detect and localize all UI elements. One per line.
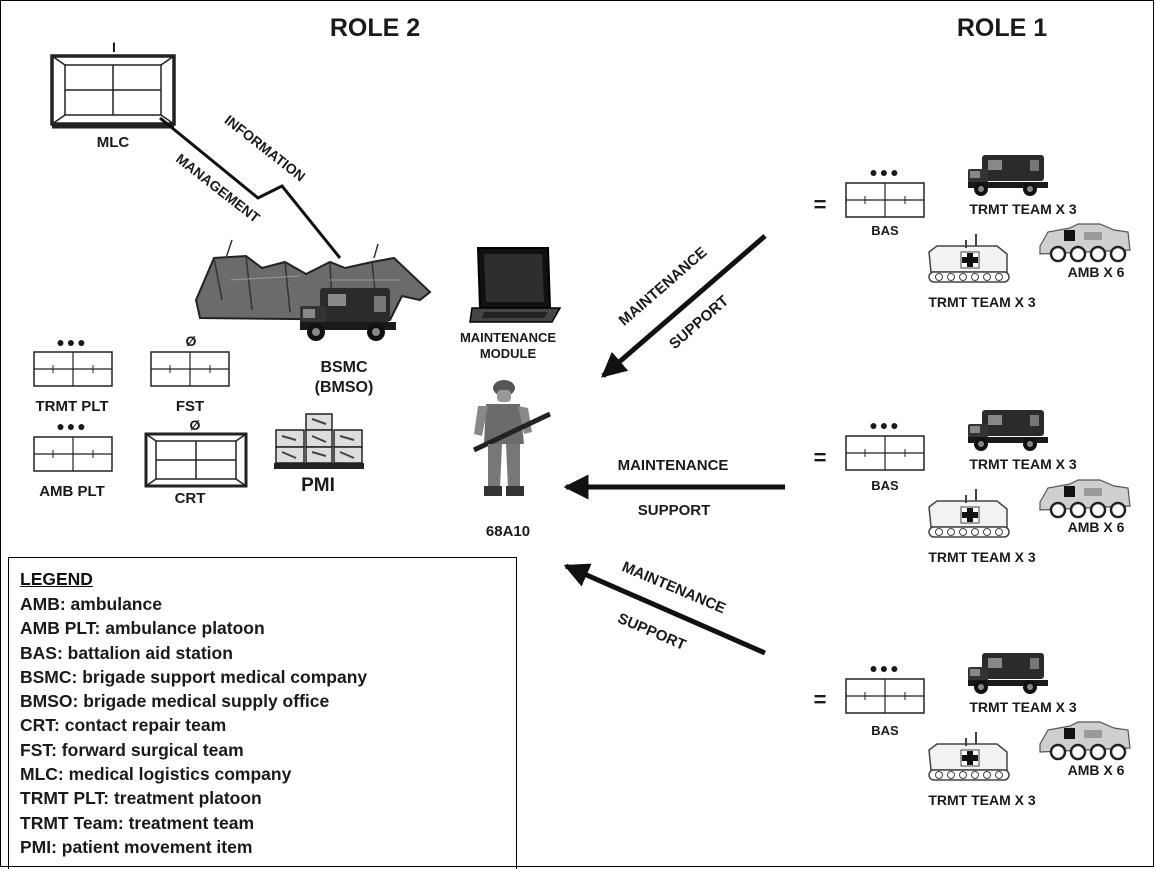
mlc-label: MLC <box>97 134 130 151</box>
bas-echelon: ●●● <box>869 164 900 180</box>
information-link-label: INFORMATION <box>222 112 309 185</box>
legend-title: LEGEND <box>20 569 93 589</box>
role1-group-2: = ●●● BAS TRMT TEAM X 3 AMB X 6 TRMT TEA… <box>814 410 1132 565</box>
trmt-team-label-a: TRMT TEAM X 3 <box>969 201 1077 217</box>
bas-symbol <box>845 435 925 471</box>
role1-header: ROLE 1 <box>957 14 1047 42</box>
tracked-ambulance-icon <box>928 488 1010 538</box>
legend-item: TRMT Team: treatment team <box>20 812 255 833</box>
fst-symbol <box>150 351 230 387</box>
humvee-ambulance-icon <box>968 653 1048 694</box>
trmt-team-label-b: TRMT TEAM X 3 <box>928 792 1036 808</box>
legend-item: BAS: battalion aid station <box>20 642 233 663</box>
legend-item: BSMC: brigade support medical company <box>20 666 368 687</box>
maintenance-label-middle: MAINTENANCE <box>618 457 729 474</box>
humvee-ambulance-icon <box>968 155 1048 196</box>
support-label-middle: SUPPORT <box>638 502 711 519</box>
information-management-link <box>159 116 342 259</box>
maintenance-label-bottom: MAINTENANCE <box>619 558 728 617</box>
crt-echelon: Ø <box>190 417 201 433</box>
wheeled-ambulance-icon <box>1038 478 1132 519</box>
pmi-label: PMI <box>301 475 335 496</box>
role1-group-3: = ●●● BAS TRMT TEAM X 3 AMB X 6 TRMT TEA… <box>814 653 1132 808</box>
role2-header: ROLE 2 <box>330 14 420 42</box>
bas-symbol <box>845 678 925 714</box>
pmi-crates-icon <box>274 413 364 469</box>
equals-sign: = <box>814 192 827 217</box>
amb-plt-echelon: ●●● <box>56 418 87 434</box>
trmt-team-label-b: TRMT TEAM X 3 <box>928 549 1036 565</box>
bas-label: BAS <box>871 723 899 738</box>
trmt-plt-echelon: ●●● <box>56 334 87 350</box>
amb-plt-symbol <box>33 436 113 472</box>
maintenance-arrow-bottom <box>563 563 767 656</box>
bsmc-ambulance-icon <box>300 288 396 341</box>
bmso-label: (BMSO) <box>315 379 374 396</box>
crt-label: CRT <box>175 490 206 507</box>
bas-label: BAS <box>871 478 899 493</box>
tracked-ambulance-icon <box>928 233 1010 283</box>
legend-item: AMB: ambulance <box>20 594 162 614</box>
amb-plt-label: AMB PLT <box>39 483 105 500</box>
mlc-echelon: I <box>112 39 116 55</box>
amb-label: AMB X 6 <box>1068 519 1125 535</box>
soldier-label: 68A10 <box>486 523 530 540</box>
laptop-icon <box>469 247 562 323</box>
legend-item: MLC: medical logistics company <box>20 764 292 785</box>
bsmc-label: BSMC <box>320 359 368 376</box>
trmt-plt-symbol <box>33 351 113 387</box>
management-link-label: MANAGEMENT <box>173 150 263 226</box>
legend-item: BMSO: brigade medical supply office <box>20 691 330 712</box>
trmt-team-label-b: TRMT TEAM X 3 <box>928 294 1036 310</box>
fst-echelon: Ø <box>186 333 197 349</box>
wheeled-ambulance-icon <box>1038 720 1132 761</box>
maintenance-module-label-line2: MODULE <box>480 346 537 361</box>
legend-item: FST: forward surgical team <box>20 739 244 760</box>
legend-item: CRT: contact repair team <box>20 715 227 736</box>
legend-item: PMI: patient movement item <box>20 836 253 857</box>
trmt-team-label-a: TRMT TEAM X 3 <box>969 456 1077 472</box>
bas-echelon: ●●● <box>869 660 900 676</box>
bas-label: BAS <box>871 223 899 238</box>
fst-label: FST <box>176 398 204 415</box>
role1-group-1: = ●●● BAS TRMT TEAM X 3 AMB X 6 TRMT TEA… <box>814 155 1132 310</box>
support-label-top: SUPPORT <box>666 292 732 352</box>
legend-box: LEGEND AMB: ambulance AMB PLT: ambulance… <box>8 557 517 869</box>
legend-item: TRMT PLT: treatment platoon <box>20 788 262 809</box>
soldier-icon <box>472 380 552 496</box>
wheeled-ambulance-icon <box>1038 222 1132 263</box>
bas-echelon: ●●● <box>869 417 900 433</box>
mlc-symbol <box>50 54 176 126</box>
equals-sign: = <box>814 445 827 470</box>
crt-symbol <box>144 432 248 488</box>
tracked-ambulance-icon <box>928 731 1010 781</box>
legend-list: AMB: ambulance AMB PLT: ambulance platoo… <box>20 592 516 859</box>
humvee-ambulance-icon <box>968 410 1048 451</box>
legend-item: AMB PLT: ambulance platoon <box>20 618 265 639</box>
equals-sign: = <box>814 687 827 712</box>
amb-label: AMB X 6 <box>1068 264 1125 280</box>
amb-label: AMB X 6 <box>1068 762 1125 778</box>
maintenance-module-label-line1: MAINTENANCE <box>460 330 556 345</box>
bas-symbol <box>845 182 925 218</box>
maintenance-arrow-top <box>601 234 767 378</box>
trmt-plt-label: TRMT PLT <box>35 398 108 415</box>
trmt-team-label-a: TRMT TEAM X 3 <box>969 699 1077 715</box>
